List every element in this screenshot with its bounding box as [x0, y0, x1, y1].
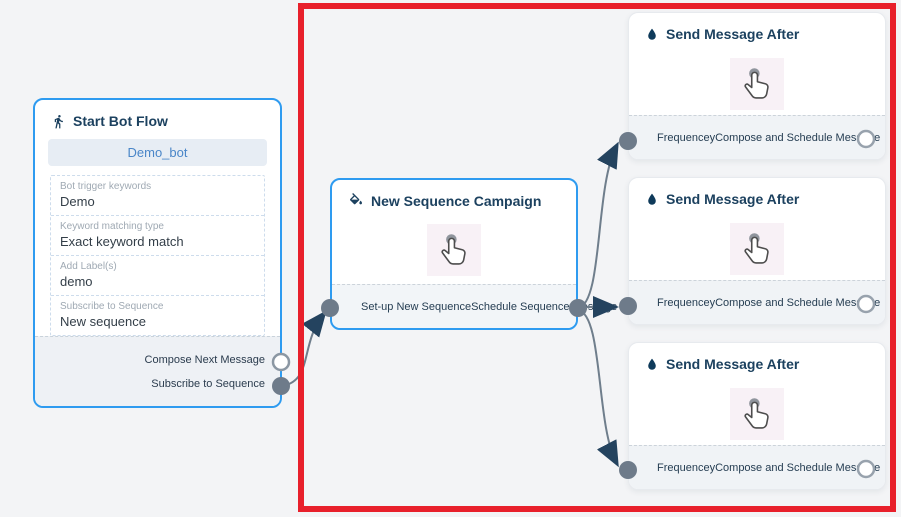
bot-name-button[interactable]: Demo_bot — [48, 139, 267, 166]
field-value: Exact keyword match — [60, 234, 184, 249]
tap-hand-icon[interactable] — [730, 223, 784, 275]
input-frequency[interactable]: Frequencey — [657, 461, 716, 474]
node-send-footer: Frequencey Compose and Schedule Message — [629, 280, 885, 324]
edge-campaign-to-send3[interactable] — [577, 309, 619, 468]
output-compose-and-schedule-message[interactable]: Compose and Schedule Message — [715, 131, 881, 144]
node-title: Send Message After — [666, 191, 800, 207]
node-new-sequence-campaign[interactable]: New Sequence Campaign Set-up New Sequenc… — [330, 178, 617, 330]
node-send-message-after-1[interactable]: Send Message After Frequencey Compose an… — [628, 12, 886, 160]
field-label: Keyword matching type — [60, 221, 164, 232]
node-title: New Sequence Campaign — [371, 193, 542, 209]
field-value: New sequence — [60, 314, 146, 329]
node-send-header: Send Message After — [629, 343, 885, 378]
input-frequency[interactable]: Frequencey — [657, 296, 716, 309]
water-drop-icon — [645, 357, 659, 372]
edge-subscribe-to-campaign[interactable] — [281, 310, 327, 387]
node-campaign-header: New Sequence Campaign — [332, 180, 576, 215]
node-send-footer: Frequencey Compose and Schedule Message — [629, 445, 885, 489]
node-campaign-footer: Set-up New Sequence Schedule Sequence Me… — [332, 284, 617, 328]
node-send-footer: Frequencey Compose and Schedule Message — [629, 115, 885, 159]
output-subscribe-to-sequence[interactable]: Subscribe to Sequence — [151, 378, 265, 390]
field-subscribe-to-sequence[interactable]: Subscribe to Sequence New sequence — [51, 296, 264, 335]
node-start-outputs: Compose Next Message Subscribe to Sequen… — [35, 336, 280, 406]
walking-person-icon — [51, 114, 66, 129]
node-title: Send Message After — [666, 26, 800, 42]
node-send-message-after-3[interactable]: Send Message After Frequencey Compose an… — [628, 342, 886, 490]
field-value: demo — [60, 274, 93, 289]
output-compose-next-message[interactable]: Compose Next Message — [144, 354, 265, 366]
node-send-header: Send Message After — [629, 178, 885, 213]
output-compose-and-schedule-message[interactable]: Compose and Schedule Message — [715, 461, 881, 474]
output-setup-new-sequence[interactable]: Set-up New Sequence — [361, 300, 472, 313]
field-add-labels[interactable]: Add Label(s) demo — [51, 256, 264, 296]
input-frequency[interactable]: Frequencey — [657, 131, 716, 144]
node-send-message-after-2[interactable]: Send Message After Frequencey Compose an… — [628, 177, 886, 325]
node-start-header: Start Bot Flow — [35, 100, 280, 135]
tap-hand-icon[interactable] — [427, 224, 481, 276]
field-label: Subscribe to Sequence — [60, 301, 164, 312]
node-title: Send Message After — [666, 356, 800, 372]
paint-bucket-icon — [348, 193, 364, 209]
tap-hand-icon[interactable] — [730, 388, 784, 440]
output-compose-and-schedule-message[interactable]: Compose and Schedule Message — [715, 296, 881, 309]
tap-hand-icon[interactable] — [730, 58, 784, 110]
node-start-bot-flow[interactable]: Start Bot Flow Demo_bot Bot trigger keyw… — [33, 98, 282, 408]
field-bot-trigger-keywords[interactable]: Bot trigger keywords Demo — [51, 176, 264, 216]
output-schedule-sequence-message[interactable]: Schedule Sequence Message — [471, 300, 618, 313]
node-send-header: Send Message After — [629, 13, 885, 48]
edge-campaign-to-send1[interactable] — [577, 141, 619, 309]
field-label: Add Label(s) — [60, 261, 117, 272]
water-drop-icon — [645, 192, 659, 207]
node-title: Start Bot Flow — [73, 113, 168, 129]
field-value: Demo — [60, 194, 95, 209]
field-label: Bot trigger keywords — [60, 181, 152, 192]
water-drop-icon — [645, 27, 659, 42]
field-keyword-matching-type[interactable]: Keyword matching type Exact keyword matc… — [51, 216, 264, 256]
bot-config-fields: Bot trigger keywords Demo Keyword matchi… — [50, 175, 265, 336]
